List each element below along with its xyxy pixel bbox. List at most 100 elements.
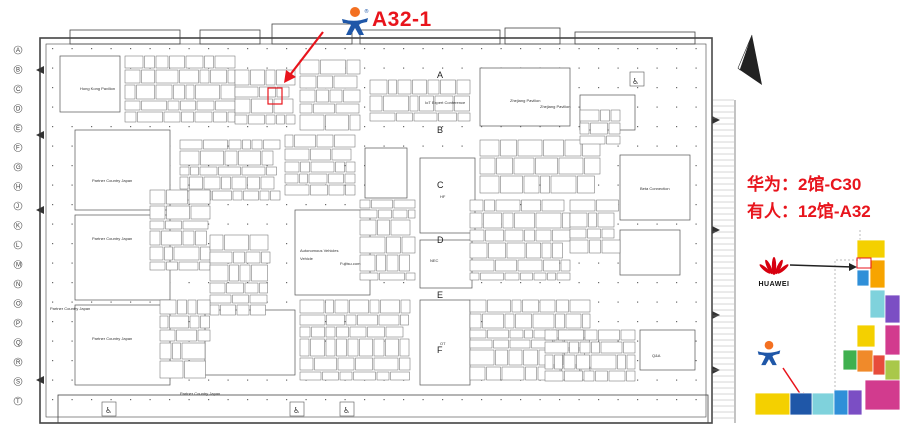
booth-cell bbox=[392, 209, 408, 219]
booth-cell bbox=[251, 264, 268, 282]
booth-cell bbox=[178, 261, 199, 271]
booth-cell bbox=[469, 272, 480, 281]
row-letter: P bbox=[16, 321, 20, 327]
booth-cell bbox=[539, 299, 556, 313]
booth-cell bbox=[405, 272, 416, 281]
minimap-hall bbox=[842, 349, 858, 371]
booth-cell bbox=[555, 313, 565, 329]
booth-cell bbox=[203, 139, 228, 150]
huawei-logo-text: HUAWEI bbox=[758, 281, 790, 288]
booth-cell bbox=[215, 100, 236, 111]
booth-cell bbox=[579, 341, 591, 354]
booth-cell bbox=[514, 212, 535, 229]
booth-cell bbox=[337, 357, 355, 371]
booth-cell bbox=[209, 251, 233, 264]
booth-cell bbox=[266, 166, 277, 176]
booth-cell bbox=[159, 315, 169, 329]
booth-cell bbox=[380, 299, 400, 314]
booth-cell bbox=[543, 139, 564, 157]
row-marker bbox=[13, 357, 23, 367]
booth-cell bbox=[299, 299, 325, 314]
row-letter: T bbox=[16, 399, 20, 405]
booth-cell bbox=[261, 251, 271, 264]
booth-cell bbox=[479, 139, 500, 157]
row-letter: R bbox=[16, 360, 21, 366]
row-marker bbox=[13, 377, 23, 386]
aisle-letter: D bbox=[437, 235, 444, 245]
booth-cell bbox=[310, 338, 325, 357]
booth-cell bbox=[535, 229, 552, 242]
booth-cell bbox=[579, 109, 600, 122]
booth-labels: Hong Kong Pavilion Partner Country Japan… bbox=[50, 86, 670, 396]
booth-cell bbox=[322, 371, 339, 381]
booth-cell bbox=[369, 79, 388, 95]
booth-cell bbox=[589, 239, 601, 254]
booth-cell bbox=[378, 314, 400, 326]
booth-cell bbox=[495, 349, 508, 366]
booth-cell bbox=[345, 161, 356, 173]
booth-cell bbox=[273, 98, 294, 114]
minimap-hall bbox=[754, 392, 791, 416]
booth-cell bbox=[569, 299, 591, 313]
booth-cell bbox=[357, 314, 378, 326]
booth-cell bbox=[229, 264, 239, 282]
booth-cell bbox=[577, 175, 595, 194]
booth-cell bbox=[469, 366, 486, 381]
booth-cell bbox=[588, 212, 597, 228]
aisle-letter: B bbox=[437, 125, 443, 135]
booth-cell bbox=[480, 272, 504, 281]
booth-cell bbox=[189, 315, 200, 329]
booth-cell bbox=[189, 176, 203, 190]
booth-cell bbox=[231, 176, 247, 190]
aisle-letter: C bbox=[437, 180, 444, 190]
booth-cell bbox=[554, 354, 563, 370]
row-marker bbox=[13, 240, 23, 250]
booth-cell bbox=[261, 150, 274, 166]
aisle-letter: A bbox=[437, 70, 443, 80]
booth-cell bbox=[552, 242, 563, 259]
booth-cell bbox=[159, 360, 184, 379]
booth-cell bbox=[331, 148, 352, 161]
booth-cell bbox=[325, 338, 336, 357]
booth-cell bbox=[523, 175, 540, 194]
booth-cell bbox=[182, 220, 209, 230]
booth-cell bbox=[242, 139, 251, 150]
booth-cell bbox=[325, 114, 349, 131]
row-marker bbox=[13, 260, 23, 269]
booth-cell bbox=[515, 313, 532, 329]
booth-cell bbox=[329, 89, 343, 103]
booth-label: Zhejiang Pavilion bbox=[510, 98, 540, 103]
minimap-halls bbox=[754, 239, 900, 416]
booth-cell bbox=[500, 175, 523, 194]
huawei-petal-icon bbox=[759, 257, 789, 275]
booth-cell bbox=[608, 370, 626, 382]
booth-cell bbox=[336, 338, 347, 357]
booth-cell bbox=[469, 199, 484, 212]
booth-cell bbox=[506, 242, 526, 259]
booth-cell bbox=[179, 139, 203, 150]
booth-cell bbox=[209, 234, 224, 251]
booth-cell bbox=[197, 329, 211, 342]
booth-cell bbox=[179, 166, 190, 176]
booth-cell bbox=[576, 354, 590, 370]
booth-cell bbox=[564, 370, 583, 382]
booth-label: Partner Country Japan bbox=[180, 391, 220, 396]
booth-cell bbox=[238, 150, 261, 166]
booth-cell bbox=[276, 114, 285, 125]
booth-cell bbox=[479, 157, 496, 175]
booth-cell bbox=[345, 314, 357, 326]
booth-cell bbox=[316, 134, 334, 148]
booth-cell bbox=[199, 261, 211, 271]
booth-cell bbox=[259, 282, 268, 294]
booth-cell bbox=[294, 134, 316, 148]
booth-cell bbox=[234, 98, 251, 114]
row-letter: M bbox=[16, 263, 21, 269]
booth-cell bbox=[495, 259, 517, 272]
booth-cell bbox=[179, 69, 199, 84]
minimap-hall bbox=[811, 392, 835, 416]
booth-cell bbox=[347, 338, 359, 357]
booth-cell bbox=[541, 242, 552, 259]
booth-cell bbox=[180, 100, 196, 111]
booth-cell bbox=[509, 339, 531, 349]
